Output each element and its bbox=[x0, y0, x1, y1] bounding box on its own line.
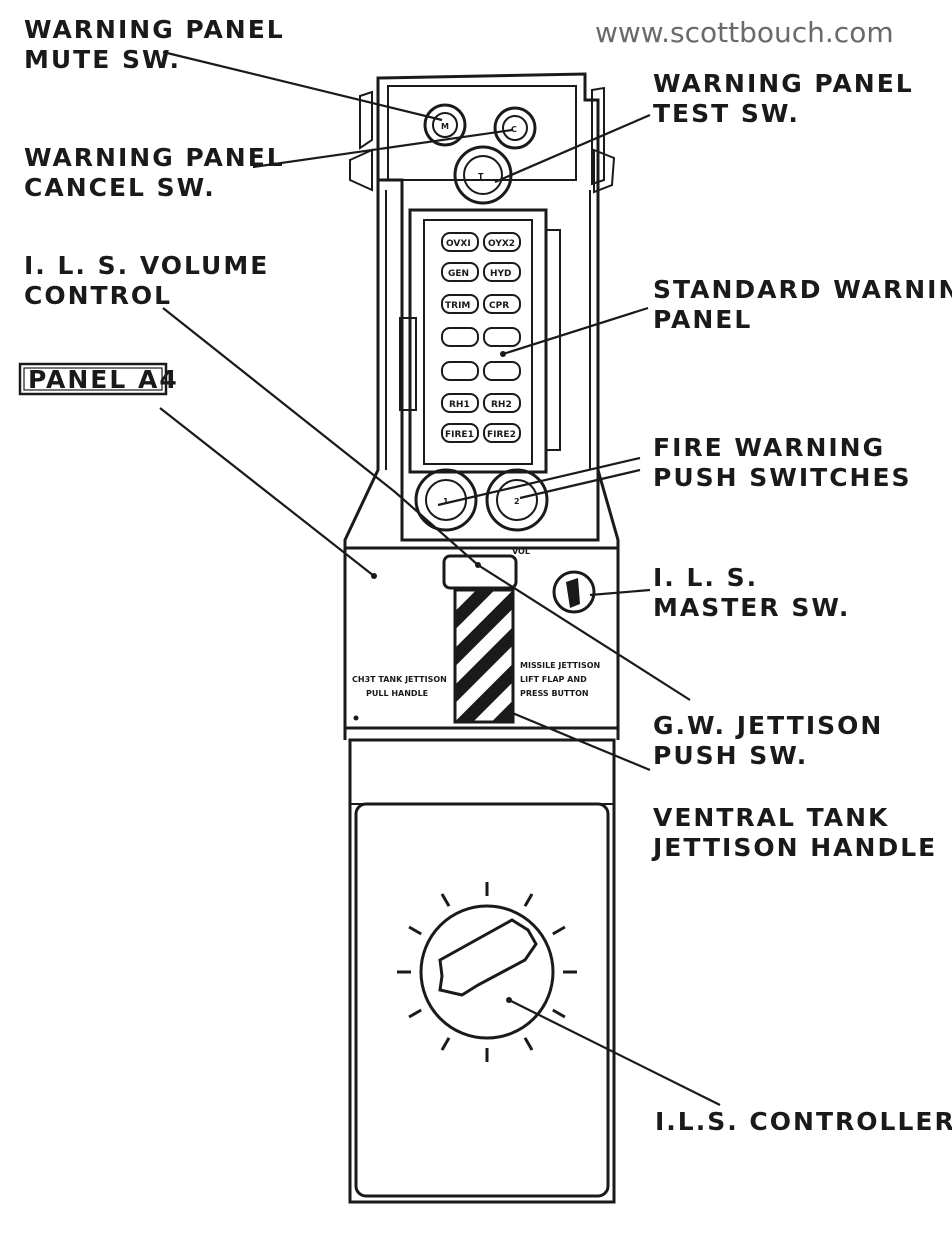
svg-text:MASTER SW.: MASTER SW. bbox=[653, 593, 850, 622]
svg-text:FIRE WARNING: FIRE WARNING bbox=[653, 433, 885, 462]
placard-right: MISSILE JETTISON LIFT FLAP AND PRESS BUT… bbox=[520, 661, 600, 698]
svg-text:CONTROL: CONTROL bbox=[24, 281, 172, 310]
svg-text:TEST SW.: TEST SW. bbox=[653, 99, 800, 128]
placard-left: CH3T TANK JETTISON PULL HANDLE bbox=[352, 675, 447, 698]
svg-text:MISSILE JETTISON: MISSILE JETTISON bbox=[520, 661, 600, 670]
dial-tick bbox=[440, 893, 451, 907]
svg-text:WARNING PANEL: WARNING PANEL bbox=[24, 15, 285, 44]
ventral-tank-jettison-handle[interactable] bbox=[453, 588, 515, 724]
callout-cancel: WARNING PANEL CANCEL SW. bbox=[24, 143, 285, 202]
lamp-oxy1: OVXI bbox=[446, 239, 471, 249]
svg-text:PULL HANDLE: PULL HANDLE bbox=[366, 689, 428, 698]
callout-ils-volume: I. L. S. VOLUME CONTROL bbox=[24, 251, 269, 310]
lamp-trim: TRIM bbox=[445, 301, 470, 311]
fire-switch-1[interactable]: 1 bbox=[414, 468, 478, 532]
lamp-cpr: CPR bbox=[489, 301, 509, 311]
mute-switch-label: M bbox=[441, 122, 449, 131]
svg-text:CANCEL SW.: CANCEL SW. bbox=[24, 173, 216, 202]
test-switch[interactable]: T bbox=[453, 145, 513, 205]
lamp-rh1: RH1 bbox=[449, 400, 470, 410]
fire-switch-2-label: 2 bbox=[514, 497, 520, 506]
lamp-gen: GEN bbox=[448, 269, 469, 279]
lamp-rh2: RH2 bbox=[491, 400, 512, 410]
watermark: www.scottbouch.com bbox=[595, 16, 894, 49]
callout-fire-warning: FIRE WARNING PUSH SWITCHES bbox=[653, 433, 912, 492]
mute-switch[interactable]: M bbox=[423, 103, 467, 147]
leader-lines bbox=[159, 50, 721, 1106]
fire-switch-1-label: 1 bbox=[443, 497, 449, 506]
fire-switch-2[interactable]: 2 bbox=[485, 468, 549, 532]
svg-text:I. L. S.: I. L. S. bbox=[653, 563, 758, 592]
cancel-switch-label: C bbox=[511, 125, 517, 134]
svg-text:LIFT FLAP AND: LIFT FLAP AND bbox=[520, 675, 587, 684]
svg-text:WARNING PANEL: WARNING PANEL bbox=[653, 69, 914, 98]
lamp-fire1: FIRE1 bbox=[445, 430, 474, 440]
cancel-switch[interactable]: C bbox=[493, 106, 537, 150]
ils-controller-dial[interactable] bbox=[397, 882, 577, 1062]
svg-text:JETTISON HANDLE: JETTISON HANDLE bbox=[651, 833, 937, 862]
svg-text:G.W. JETTISON: G.W. JETTISON bbox=[653, 711, 883, 740]
svg-text:VENTRAL TANK: VENTRAL TANK bbox=[653, 803, 889, 832]
svg-text:STANDARD WARNING: STANDARD WARNING bbox=[653, 275, 952, 304]
panel-housing bbox=[343, 72, 620, 1204]
svg-text:PANEL A4: PANEL A4 bbox=[28, 365, 179, 394]
vol-label: VOL bbox=[512, 547, 530, 556]
standard-warning-panel: OVXI OYX2 GEN HYD TRIM CPR RH1 RH2 FIRE1… bbox=[408, 208, 561, 474]
dial-tick bbox=[552, 1008, 566, 1019]
callout-ventral-tank: VENTRAL TANK JETTISON HANDLE bbox=[651, 803, 937, 862]
svg-text:PUSH SWITCHES: PUSH SWITCHES bbox=[653, 463, 912, 492]
dial-tick bbox=[523, 1037, 534, 1051]
svg-text:PANEL: PANEL bbox=[653, 305, 752, 334]
svg-text:PRESS BUTTON: PRESS BUTTON bbox=[520, 689, 589, 698]
svg-text:WARNING PANEL: WARNING PANEL bbox=[24, 143, 285, 172]
svg-text:CH3T TANK JETTISON: CH3T TANK JETTISON bbox=[352, 675, 447, 684]
svg-text:PUSH SW.: PUSH SW. bbox=[653, 741, 808, 770]
callout-ils-controller: I.L.S. CONTROLLER bbox=[655, 1107, 952, 1136]
dial-tick bbox=[408, 1008, 422, 1019]
lamp-oxy2: OYX2 bbox=[488, 239, 515, 249]
lamp-hyd: HYD bbox=[490, 269, 512, 279]
dial-tick bbox=[440, 1037, 451, 1051]
svg-text:I.L.S. CONTROLLER: I.L.S. CONTROLLER bbox=[655, 1107, 952, 1136]
callout-ils-master: I. L. S. MASTER SW. bbox=[653, 563, 850, 622]
panel-a4-tag: PANEL A4 bbox=[18, 362, 179, 396]
test-switch-label: T bbox=[478, 172, 484, 181]
lamp-fire2: FIRE2 bbox=[487, 430, 516, 440]
dial-tick bbox=[408, 925, 422, 936]
ils-master-switch[interactable] bbox=[552, 570, 596, 614]
callout-mute: WARNING PANEL MUTE SW. bbox=[24, 15, 285, 74]
svg-text:MUTE SW.: MUTE SW. bbox=[24, 45, 181, 74]
dial-tick bbox=[552, 925, 566, 936]
callout-standard-warning-panel: STANDARD WARNING PANEL bbox=[653, 275, 952, 334]
dial-tick bbox=[523, 893, 534, 907]
callout-gw-jettison: G.W. JETTISON PUSH SW. bbox=[653, 711, 883, 770]
callout-test: WARNING PANEL TEST SW. bbox=[653, 69, 914, 128]
svg-text:I. L. S. VOLUME: I. L. S. VOLUME bbox=[24, 251, 269, 280]
